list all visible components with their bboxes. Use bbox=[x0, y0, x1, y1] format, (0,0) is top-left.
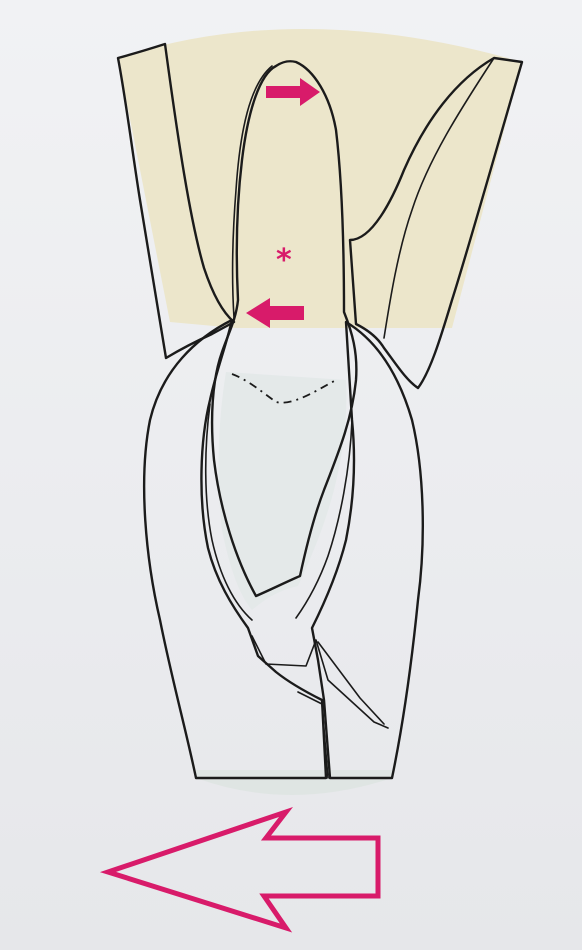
forceps-inner-gap bbox=[219, 372, 347, 610]
movement-arrow bbox=[108, 812, 378, 928]
movement-arrow-shape bbox=[108, 812, 378, 928]
alveolar-bone-area bbox=[118, 29, 522, 328]
rotation-center-marker: * bbox=[276, 243, 292, 278]
field-bottom-arc bbox=[196, 770, 392, 795]
forceps-joint bbox=[252, 636, 388, 728]
forceps-handle-line-right bbox=[318, 642, 384, 724]
